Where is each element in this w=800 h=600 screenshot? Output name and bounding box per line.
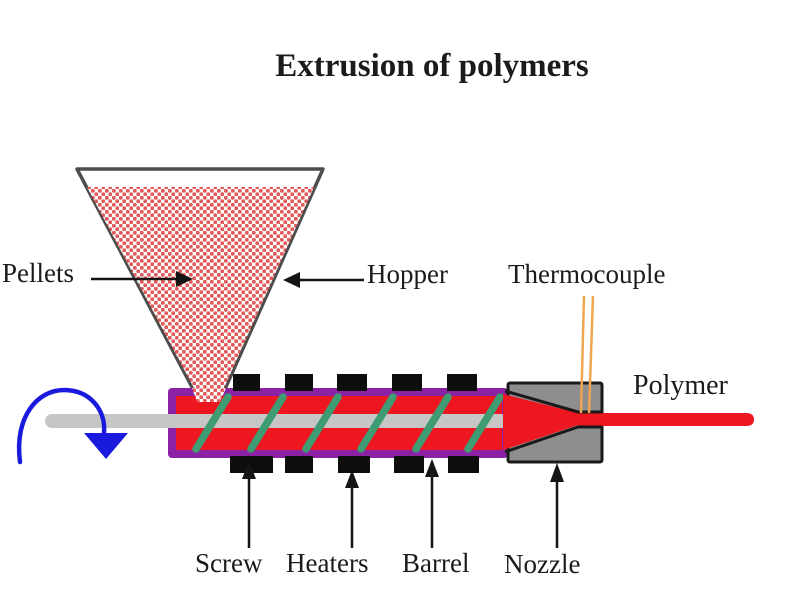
thermocouple-wire (587, 295, 595, 414)
heater-block (394, 456, 424, 473)
heaters-arrow (345, 470, 359, 548)
heater-block (233, 374, 260, 391)
heaters-top-row (233, 374, 477, 391)
heater-block (337, 374, 367, 391)
screw-arrow (242, 461, 256, 548)
barrel-label: Barrel (402, 548, 470, 578)
thermocouple-label: Thermocouple (508, 259, 666, 289)
pellets-arrow (91, 271, 193, 287)
heater-block (338, 456, 370, 473)
nozzle-melt-cone (503, 394, 578, 450)
heater-block (230, 456, 273, 473)
screw-flight-line (302, 393, 342, 453)
rotation-arrow-head-icon (84, 433, 128, 459)
polymer-label: Polymer (633, 370, 728, 401)
nozzle-label: Nozzle (504, 549, 581, 579)
screw-flights (192, 393, 504, 453)
heater-block (447, 374, 477, 391)
polymer-strand (578, 413, 754, 426)
heater-block (448, 456, 479, 473)
diagram-title: Extrusion of polymers (275, 48, 589, 84)
heater-block (285, 374, 313, 391)
heaters-bottom-row (230, 456, 479, 473)
thermocouple-wires (579, 295, 595, 414)
rotation-arrow-arc (16, 387, 107, 465)
pellets-fill (87, 187, 314, 388)
barrel-arrow (425, 459, 439, 548)
nozzle-cone-outline-top (504, 389, 602, 414)
nozzle-arrow (550, 463, 564, 548)
pellets-feed-stem (192, 388, 226, 402)
hopper-label: Hopper (367, 259, 448, 289)
screw-label: Screw (195, 548, 263, 578)
nozzle-cone-outline-bottom (504, 425, 602, 454)
screw-shaft (45, 414, 508, 428)
thermocouple-wire (579, 295, 586, 414)
heaters-label: Heaters (286, 548, 369, 578)
screw-flight-line (357, 393, 397, 453)
hopper-arrow (283, 272, 364, 288)
heater-block (392, 374, 422, 391)
screw-flight-line (192, 393, 232, 453)
pellets-label: Pellets (2, 258, 74, 288)
screw-flight-line (247, 393, 287, 453)
heater-block (285, 456, 313, 473)
screw-flight-line (412, 393, 452, 453)
screw-flight-line (464, 393, 504, 453)
